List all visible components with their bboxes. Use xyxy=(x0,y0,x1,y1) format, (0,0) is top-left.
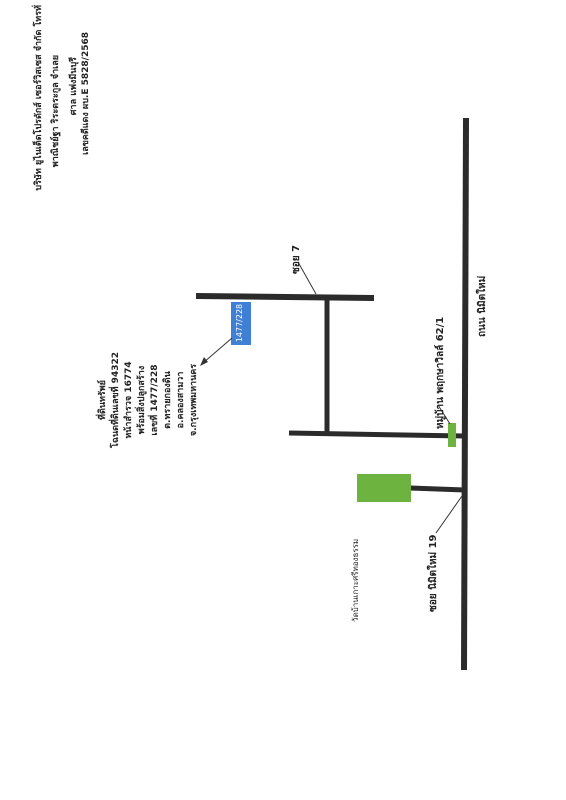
property-line-4: พร้อมสิ่งปลูกสร้าง xyxy=(137,365,147,435)
header-line-2: พาณิชย์ฐา ริระตระกูล จำเลย xyxy=(51,55,61,168)
main-road xyxy=(461,117,469,671)
soi-19-leader xyxy=(435,495,463,534)
property-line-8: จ.กรุงเทพมหานคร xyxy=(189,363,199,437)
temple-road xyxy=(409,485,466,493)
property-line-5: เลขที่ 1477/228 xyxy=(150,364,160,436)
temple-label: วัดบ้านเกาะศรีทองธรรม xyxy=(351,538,360,622)
property-marker xyxy=(231,302,251,345)
pointer-arrowhead xyxy=(200,357,208,366)
soi-19-label: ซอย นิมิตใหม่ 19 xyxy=(428,534,439,612)
property-line-3: หน้าสำรวจ 16774 xyxy=(124,361,134,439)
property-line-1: ที่ดินทรัพย์ xyxy=(98,380,108,420)
village-label: หมู่บ้าน พฤกษาวิลล์ 62/1 xyxy=(435,316,446,429)
village-leader xyxy=(437,404,451,425)
soi-7-label: ซอย 7 xyxy=(291,244,302,274)
soi-7-leader xyxy=(297,261,317,295)
soi-7-road xyxy=(195,293,375,301)
house-number-label: 1477/228 xyxy=(235,303,244,343)
property-line-7: อ.คลองสามวา xyxy=(176,371,186,429)
header-line-1: บริษัท ยูไนเต็ดโปรดักส์ เซอร์วิสเซส จำกั… xyxy=(34,5,44,191)
village-road xyxy=(288,430,466,439)
village-marker xyxy=(448,423,456,447)
header-line-4: เลขคดีแดง ผบ.E 5828/2568 xyxy=(81,32,91,155)
pointer-arrow xyxy=(202,337,233,364)
property-info: ที่ดินทรัพย์ โฉนดที่ดินเลขที่ 94322 หน้า… xyxy=(97,325,203,475)
property-line-6: ต.ทรายกองดิน xyxy=(163,371,173,429)
temple-block xyxy=(357,474,411,502)
property-line-2: โฉนดที่ดินเลขที่ 94322 xyxy=(111,352,121,449)
main-road-label: ถนน นิมิตใหม่ xyxy=(477,275,488,337)
